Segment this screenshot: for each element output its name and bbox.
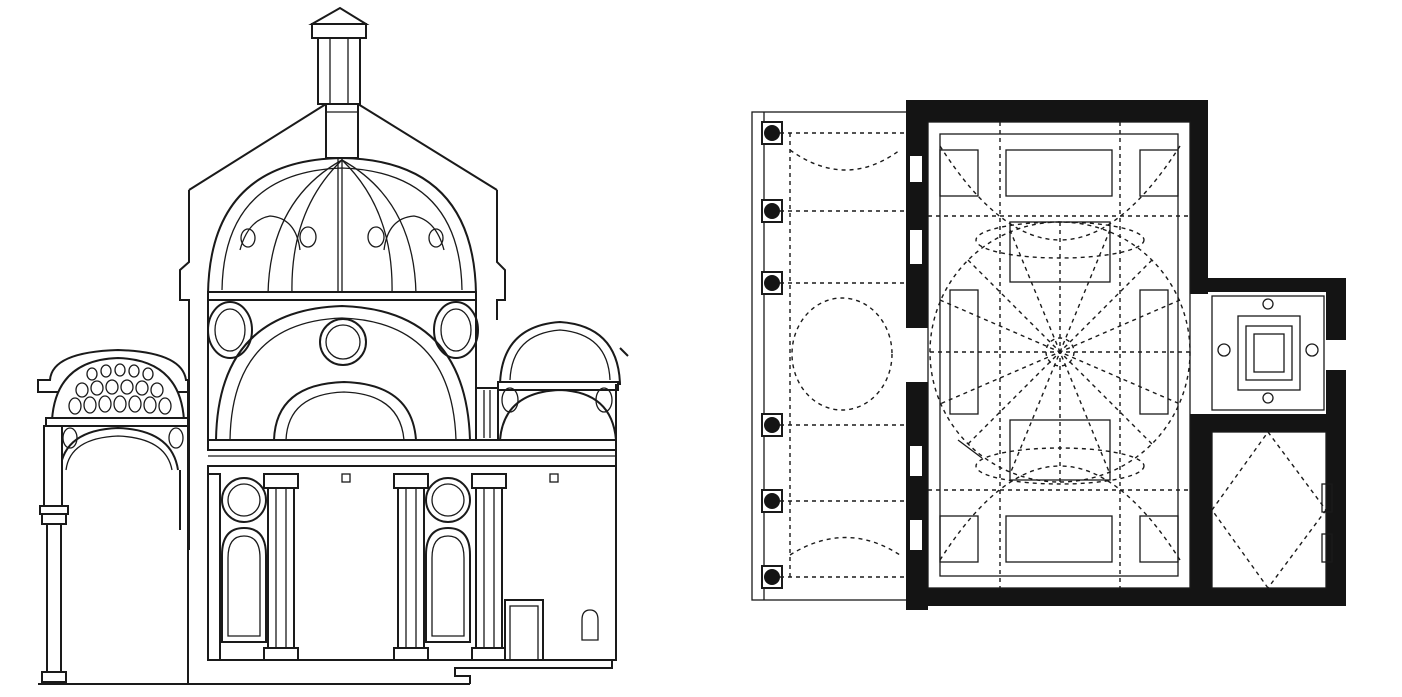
lower-wall xyxy=(207,465,617,661)
entablature xyxy=(207,387,617,467)
scarsella-dome xyxy=(497,320,629,660)
roof-gable xyxy=(179,103,506,550)
altar-room xyxy=(1211,295,1325,411)
dome-projection xyxy=(928,122,1191,588)
plan-walls xyxy=(906,100,1346,610)
coffers xyxy=(68,363,172,415)
portico-vaults xyxy=(780,132,910,578)
side-room xyxy=(1211,431,1333,589)
pendentive-zone xyxy=(207,299,479,443)
main-dome xyxy=(206,156,478,301)
main-hall xyxy=(927,121,1191,589)
portico-area xyxy=(751,111,913,601)
plan-drawing xyxy=(751,100,1346,610)
portico xyxy=(37,348,189,684)
lantern xyxy=(308,6,370,159)
portico-columns xyxy=(761,121,783,589)
steps xyxy=(454,660,613,684)
section-drawing xyxy=(37,6,629,685)
